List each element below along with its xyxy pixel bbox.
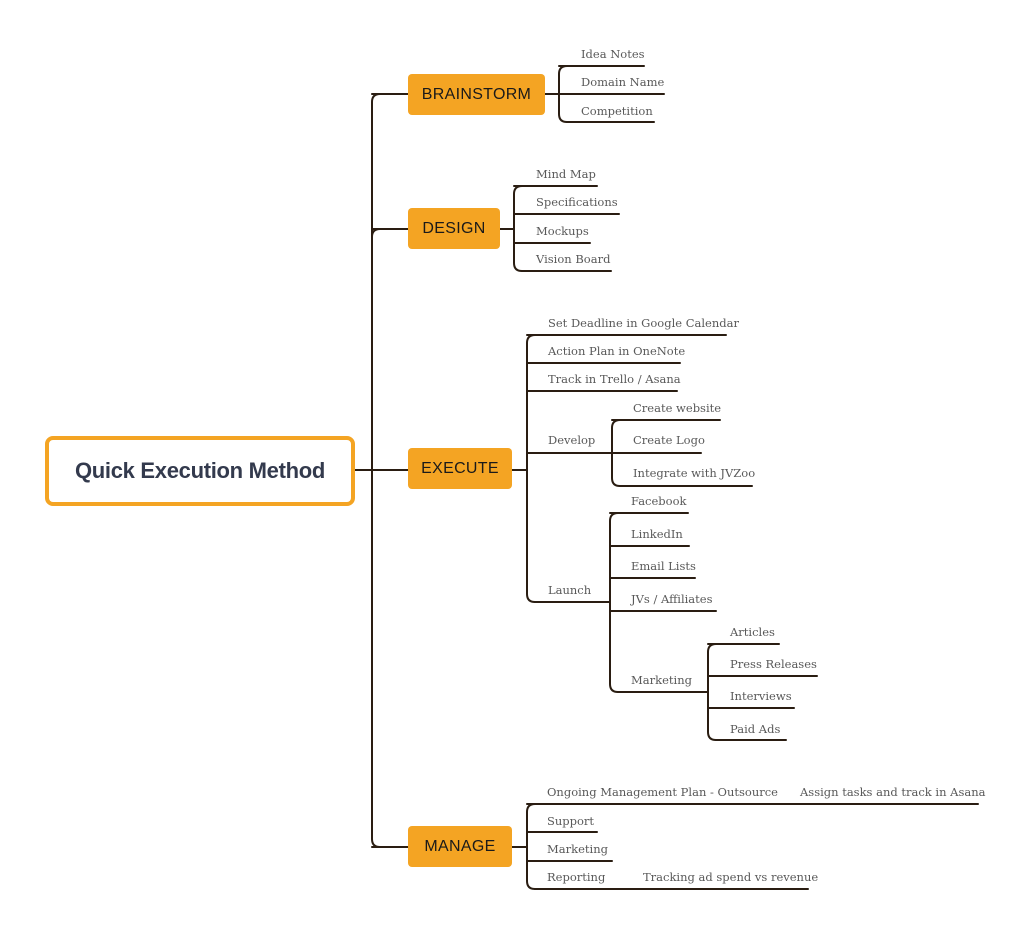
leaf-launch[interactable]: Launch [548, 583, 592, 597]
leaf-interviews[interactable]: Interviews [730, 689, 792, 703]
leaf-tracking-ad-spend[interactable]: Tracking ad spend vs revenue [643, 870, 819, 884]
trunk-to-design [371, 228, 411, 238]
leaf-create-logo[interactable]: Create Logo [633, 433, 705, 447]
root-node[interactable]: Quick Execution Method [45, 436, 355, 506]
leaf-press-releases[interactable]: Press Releases [730, 657, 817, 671]
leaf-competition[interactable]: Competition [581, 104, 653, 118]
leaf-ongoing-management[interactable]: Ongoing Management Plan - Outsource [547, 785, 778, 799]
leaf-develop[interactable]: Develop [548, 433, 596, 447]
node-manage-label: MANAGE [424, 837, 496, 855]
node-brainstorm[interactable]: BRAINSTORM [408, 74, 545, 115]
leaf-action-plan[interactable]: Action Plan in OneNote [548, 344, 686, 358]
leaf-support[interactable]: Support [547, 814, 595, 828]
leaf-email-lists[interactable]: Email Lists [631, 559, 696, 573]
leaf-set-deadline[interactable]: Set Deadline in Google Calendar [548, 316, 739, 330]
root-label: Quick Execution Method [74, 458, 326, 483]
node-design[interactable]: DESIGN [408, 208, 500, 249]
leaf-paid-ads[interactable]: Paid Ads [730, 722, 781, 736]
leaf-jvs-affiliates[interactable]: JVs / Affiliates [631, 592, 713, 606]
leaf-facebook[interactable]: Facebook [631, 494, 687, 508]
leaf-track-trello[interactable]: Track in Trello / Asana [548, 372, 681, 386]
leaf-manage-marketing[interactable]: Marketing [547, 842, 608, 856]
leaf-mockups[interactable]: Mockups [536, 224, 589, 238]
leaf-specifications[interactable]: Specifications [536, 195, 618, 209]
leaf-create-website[interactable]: Create website [633, 401, 722, 415]
node-execute[interactable]: EXECUTE [408, 448, 512, 489]
leaf-idea-notes[interactable]: Idea Notes [581, 47, 645, 61]
leaf-integrate-jvzoo[interactable]: Integrate with JVZoo [633, 466, 756, 480]
leaf-linkedin[interactable]: LinkedIn [631, 527, 683, 541]
leaf-mind-map[interactable]: Mind Map [536, 167, 596, 181]
leaf-launch-marketing[interactable]: Marketing [631, 673, 692, 687]
leaf-reporting[interactable]: Reporting [547, 870, 606, 884]
leaf-assign-tasks[interactable]: Assign tasks and track in Asana [800, 785, 986, 799]
leaf-articles[interactable]: Articles [730, 625, 775, 639]
leaf-domain-name[interactable]: Domain Name [581, 75, 665, 89]
node-manage[interactable]: MANAGE [408, 826, 512, 867]
leaf-vision-board[interactable]: Vision Board [536, 252, 611, 266]
node-execute-label: EXECUTE [421, 459, 499, 477]
node-design-label: DESIGN [422, 219, 486, 237]
node-brainstorm-label: BRAINSTORM [421, 85, 532, 103]
